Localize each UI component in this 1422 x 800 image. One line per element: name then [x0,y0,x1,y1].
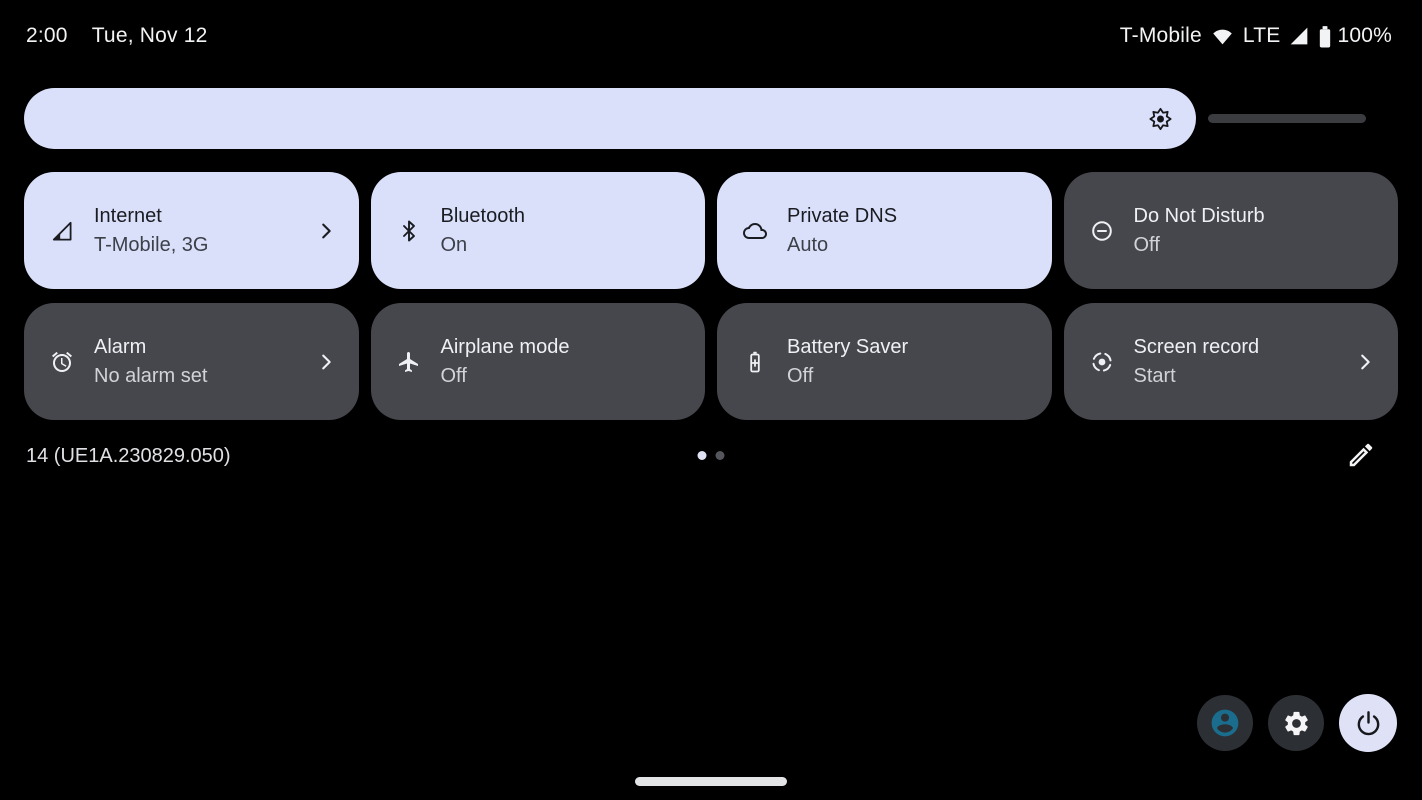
tile-title: Airplane mode [440,336,570,358]
brightness-track[interactable] [1208,114,1366,123]
quick-settings-grid: Internet T-Mobile, 3G Bluetooth On Priva… [24,172,1398,420]
tile-subtitle: On [440,234,468,256]
tile-subtitle: T-Mobile, 3G [94,234,209,256]
tile-title: Private DNS [787,205,898,227]
dnd-icon [1090,219,1114,243]
chevron-right-icon [1361,354,1370,369]
tile-title: Internet [94,205,162,227]
chevron-right-icon [321,354,331,369]
battery-saver-icon [743,350,767,374]
airplane-icon [397,350,421,374]
user-switcher-button[interactable] [1197,695,1253,751]
cellular-signal-icon [1291,27,1308,45]
build-number: 14 (UE1A.230829.050) [26,445,231,467]
power-icon [1357,710,1379,735]
status-time: 2:00 [26,24,68,47]
page-dot-1 [697,451,707,460]
footer-actions [1197,694,1397,752]
page-dot-2 [715,451,725,460]
brightness-slider[interactable] [24,88,1196,149]
battery-percent: 100% [1337,24,1392,47]
tile-private-dns[interactable]: Private DNS Auto [717,172,1052,289]
tile-alarm[interactable]: Alarm No alarm set [24,303,359,420]
cloud-icon [743,219,767,243]
settings-button[interactable] [1268,695,1324,751]
tile-bluetooth[interactable]: Bluetooth On [370,172,705,289]
tile-title: Battery Saver [787,336,909,358]
tile-subtitle: Start [1133,365,1176,387]
gear-icon [1284,711,1308,735]
tile-subtitle: Off [1133,234,1160,256]
tile-subtitle: No alarm set [94,365,208,387]
tile-title: Screen record [1133,336,1260,358]
page-indicator [697,451,725,460]
wifi-icon [1213,29,1232,45]
tile-title: Bluetooth [440,205,526,227]
chevron-right-icon [321,223,331,238]
brightness-icon [1147,105,1174,132]
alarm-icon [50,350,74,374]
tile-subtitle: Auto [787,234,829,256]
tile-subtitle: Off [787,365,814,387]
status-network-type: LTE [1242,24,1281,47]
tile-airplane-mode[interactable]: Airplane mode Off [370,303,705,420]
tile-title: Alarm [94,336,147,358]
status-bar: 2:00 Tue, Nov 12 T-Mobile LTE 100% [0,0,1422,72]
power-button[interactable] [1339,694,1397,752]
user-avatar-icon [1211,709,1239,737]
tile-title: Do Not Disturb [1133,205,1265,227]
signal-partial-icon [50,219,74,243]
tile-subtitle: Off [440,365,467,387]
battery-icon [1320,25,1331,47]
status-carrier: T-Mobile [1119,24,1202,47]
screen-record-icon [1090,350,1114,374]
bluetooth-icon [397,219,421,243]
home-handle[interactable] [635,777,787,786]
status-date: Tue, Nov 12 [91,24,208,47]
tile-do-not-disturb[interactable]: Do Not Disturb Off [1063,172,1398,289]
edit-tiles-button[interactable] [1346,440,1376,470]
tile-internet[interactable]: Internet T-Mobile, 3G [24,172,359,289]
tile-screen-record[interactable]: Screen record Start [1063,303,1398,420]
tile-battery-saver[interactable]: Battery Saver Off [717,303,1052,420]
